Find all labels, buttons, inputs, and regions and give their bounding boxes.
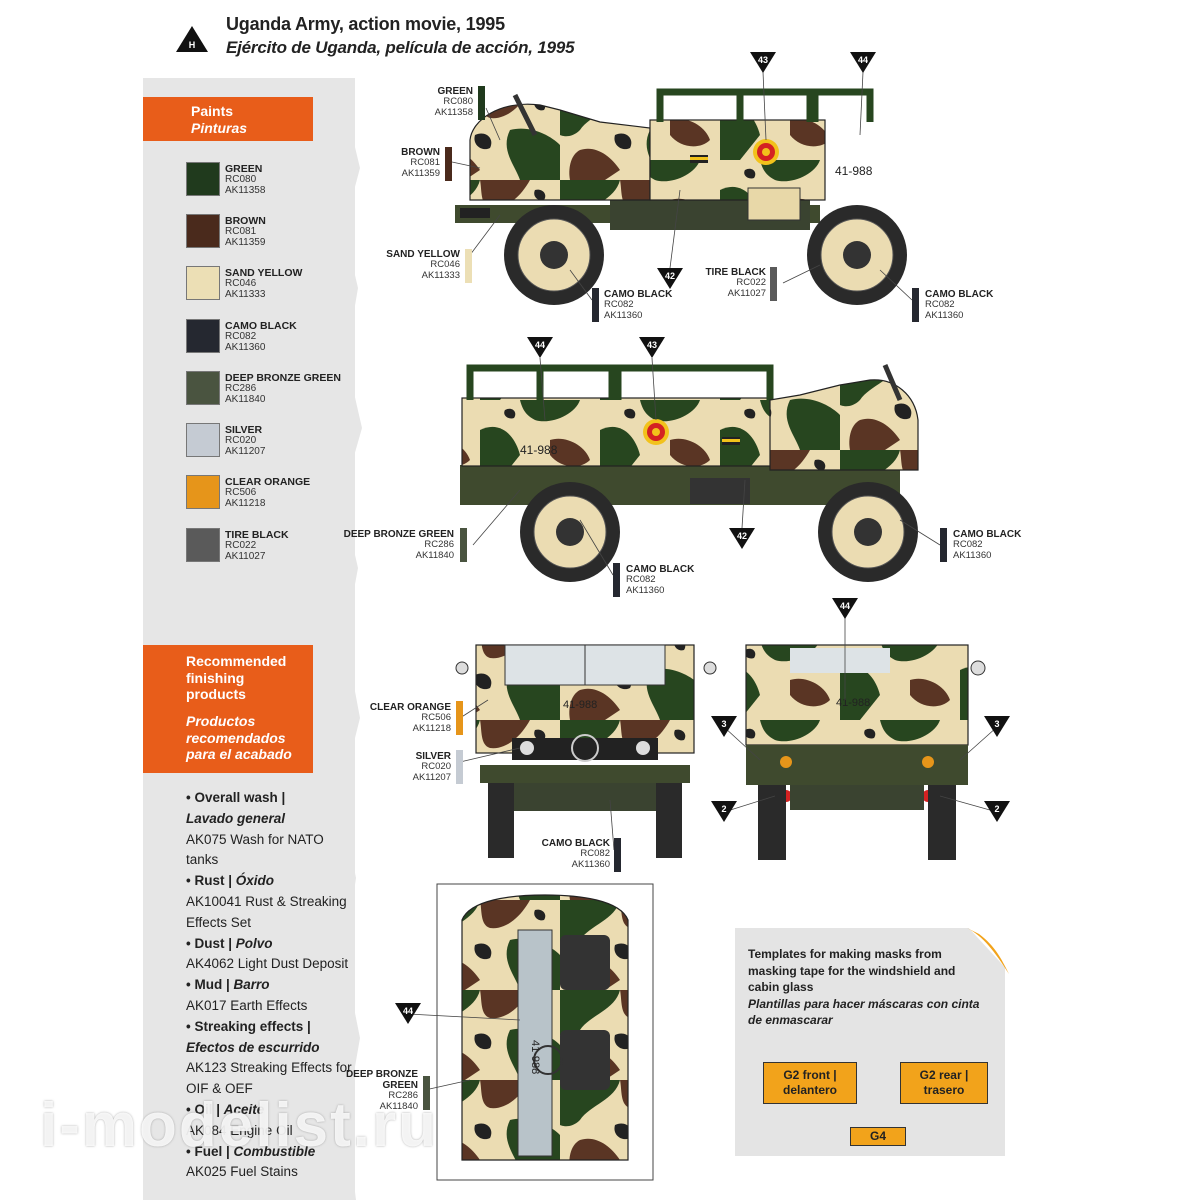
decal-3-right: 3 bbox=[994, 719, 999, 729]
swatch-brown bbox=[186, 214, 220, 248]
callout-bar-camo-5 bbox=[614, 838, 621, 872]
paints-header: Paints Pinturas bbox=[143, 97, 313, 141]
swatch-silver bbox=[186, 423, 220, 457]
swatch-camo-black bbox=[186, 319, 220, 353]
plate-rear: 41-988 bbox=[836, 697, 870, 709]
decal-2-right: 2 bbox=[994, 804, 999, 814]
swatch-clear-orange bbox=[186, 475, 220, 509]
page-title: Uganda Army, action movie, 1995 bbox=[226, 14, 505, 34]
page-curl-icon bbox=[965, 924, 1013, 976]
templates-description: Templates for making masks from masking … bbox=[748, 947, 980, 1027]
decal-2-left: 2 bbox=[721, 804, 726, 814]
swatch-deep-bronze-green bbox=[186, 371, 220, 405]
decal-44-d: 44 bbox=[403, 1006, 413, 1016]
decal-44-a: 44 bbox=[858, 55, 868, 65]
plate-front: 41-988 bbox=[563, 699, 597, 711]
template-g4-button[interactable]: G4 bbox=[850, 1127, 906, 1146]
callout-bar-tire-black bbox=[770, 267, 777, 301]
callout-bar-dbg-2 bbox=[423, 1076, 430, 1110]
plate-side-2: 41-988 bbox=[520, 443, 558, 457]
section-marker-letter: H bbox=[189, 40, 196, 50]
callout-bar-camo-3 bbox=[613, 563, 620, 597]
decal-markers: 43 44 42 44 43 42 44 3 3 2 2 44 bbox=[395, 52, 1010, 1024]
callout-bar-green bbox=[478, 86, 485, 120]
swatch-sand-yellow bbox=[186, 266, 220, 300]
decal-43-a: 43 bbox=[758, 55, 768, 65]
plate-top: 41-988 bbox=[529, 1040, 541, 1074]
callout-bar-camo-2 bbox=[912, 288, 919, 322]
leader-lines bbox=[407, 71, 998, 1091]
swatch-green bbox=[186, 162, 220, 196]
truck-top-view: 41-988 bbox=[461, 894, 629, 1161]
callout-bar-dbg-1 bbox=[460, 528, 467, 562]
swatch-tire-black bbox=[186, 528, 220, 562]
section-marker-triangle: H bbox=[176, 26, 208, 52]
callout-bar-clear-orange bbox=[456, 701, 463, 735]
truck-rear-view: 41-988 bbox=[745, 644, 986, 860]
template-g2-rear-button[interactable]: G2 rear | trasero bbox=[900, 1062, 988, 1104]
decal-44-b: 44 bbox=[535, 340, 545, 350]
templates-panel bbox=[735, 928, 1005, 1156]
finishing-header: Recommended finishing products Productos… bbox=[143, 645, 313, 773]
watermark: i-modelist.ru bbox=[40, 1091, 439, 1160]
truck-front-view: 41-988 bbox=[455, 644, 717, 858]
torn-edge bbox=[300, 78, 362, 1200]
decal-3-left: 3 bbox=[721, 719, 726, 729]
truck-side-view-right: 41-988 bbox=[455, 88, 907, 305]
decal-43-b: 43 bbox=[647, 340, 657, 350]
decal-42-b: 42 bbox=[737, 531, 747, 541]
page-subtitle: Ejército de Uganda, película de acción, … bbox=[226, 38, 575, 57]
decal-44-c: 44 bbox=[840, 601, 850, 611]
plate-side-1: 41-988 bbox=[835, 164, 873, 178]
callout-bar-camo-4 bbox=[940, 528, 947, 562]
callout-bar-brown bbox=[445, 147, 452, 181]
template-g2-front-button[interactable]: G2 front | delantero bbox=[763, 1062, 857, 1104]
truck-side-view-left: 41-988 bbox=[460, 364, 919, 582]
decal-42-a: 42 bbox=[665, 271, 675, 281]
finishing-list: • Overall wash | Lavado general AK075 Wa… bbox=[186, 790, 352, 1180]
callout-bar-silver bbox=[456, 750, 463, 784]
callout-bar-camo-1 bbox=[592, 288, 599, 322]
callout-bar-sand-yellow bbox=[465, 249, 472, 283]
